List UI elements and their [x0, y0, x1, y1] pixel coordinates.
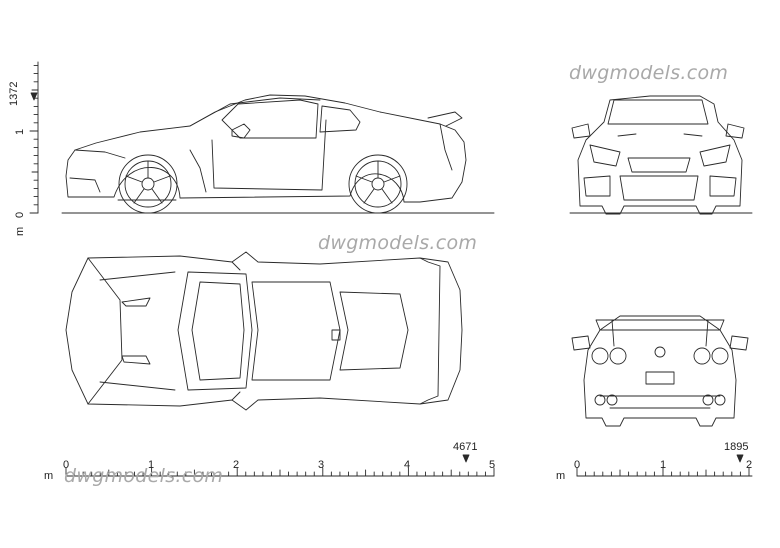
car-top-view: [65, 251, 463, 411]
small-scale-tick-2: 2: [746, 459, 753, 471]
top-windshield: [177, 271, 253, 391]
rear-wing-struts: [611, 319, 709, 347]
rear-exhaust-3: [702, 394, 714, 406]
top-hood-vent-lower: [121, 355, 151, 365]
vertical-scale-unit: m: [14, 226, 26, 236]
top-fuel-cap: [331, 329, 341, 341]
rear-body-outline: [583, 315, 737, 427]
side-mirror: [231, 123, 251, 139]
front-headlights: [589, 144, 731, 167]
vertical-scale-tick-0: 0: [14, 211, 26, 218]
horizontal-scale-small: [576, 454, 753, 477]
main-scale-tick-4: 4: [404, 459, 411, 471]
top-rear-window: [339, 291, 409, 371]
side-rear-wheel: [348, 154, 408, 214]
front-side-intakes: [583, 175, 737, 197]
side-front-intake: [69, 177, 101, 193]
front-hood-vents: [617, 133, 703, 137]
top-body-outline: [65, 251, 463, 411]
small-scale-marker-label: 1895: [724, 441, 749, 453]
side-rear-fascia: [439, 123, 453, 171]
top-hood-lines: [99, 271, 176, 391]
main-scale-tick-1: 1: [148, 459, 155, 471]
side-door: [211, 119, 327, 191]
vertical-scale-tick-1: 1: [14, 128, 26, 135]
rear-exhaust-2: [606, 394, 618, 406]
watermark-bottom-left: dwgmodels.com: [64, 465, 224, 487]
rear-light-outer-right: [711, 347, 729, 365]
rear-light-inner-right: [693, 347, 711, 365]
main-scale-marker-label: 4671: [453, 441, 478, 453]
rear-light-inner-left: [609, 347, 627, 365]
side-rear-window: [319, 105, 361, 133]
small-scale-tick-1: 1: [660, 459, 667, 471]
top-windshield-inner: [191, 281, 245, 381]
watermark-top-right: dwgmodels.com: [569, 62, 729, 84]
side-wing: [427, 111, 463, 127]
side-fender-vent: [189, 149, 207, 193]
car-rear-view: [571, 315, 749, 427]
watermark-center: dwgmodels.com: [318, 232, 478, 254]
rear-diffuser: [599, 395, 721, 409]
front-grille: [627, 157, 691, 173]
side-front-window: [221, 99, 319, 139]
top-roof: [251, 281, 341, 381]
car-front-view: [569, 95, 753, 215]
rear-badge: [654, 346, 666, 358]
side-roof-inner: [189, 97, 321, 127]
rear-wing: [595, 319, 725, 331]
side-headlight: [74, 149, 126, 159]
side-body-outline: [65, 94, 467, 203]
rear-mirrors: [571, 335, 749, 351]
small-scale-unit: m: [556, 470, 566, 482]
top-rear-wing: [419, 257, 441, 405]
vertical-scale: [29, 61, 39, 214]
small-scale-tick-0: 0: [574, 459, 581, 471]
front-intake: [619, 175, 699, 201]
side-front-wheel: [118, 154, 178, 214]
main-scale-tick-0: 0: [63, 459, 70, 471]
main-scale-tick-3: 3: [318, 459, 325, 471]
front-body-outline: [577, 95, 743, 215]
main-scale-tick-2: 2: [233, 459, 240, 471]
main-scale-unit: m: [44, 470, 54, 482]
rear-license-plate: [645, 371, 675, 385]
vertical-scale-marker-label: 1372: [8, 81, 20, 106]
car-side-view: [61, 94, 495, 214]
front-windshield: [607, 99, 709, 125]
rear-light-outer-left: [591, 347, 609, 365]
front-mirrors: [571, 123, 745, 139]
top-hood-vent-upper: [121, 297, 151, 307]
main-scale-tick-5: 5: [489, 459, 496, 471]
top-hood-left: [87, 257, 123, 405]
top-mirrors: [231, 261, 241, 401]
rear-exhaust-4: [714, 394, 726, 406]
horizontal-scale-main: [65, 454, 495, 477]
rear-exhaust-1: [594, 394, 606, 406]
